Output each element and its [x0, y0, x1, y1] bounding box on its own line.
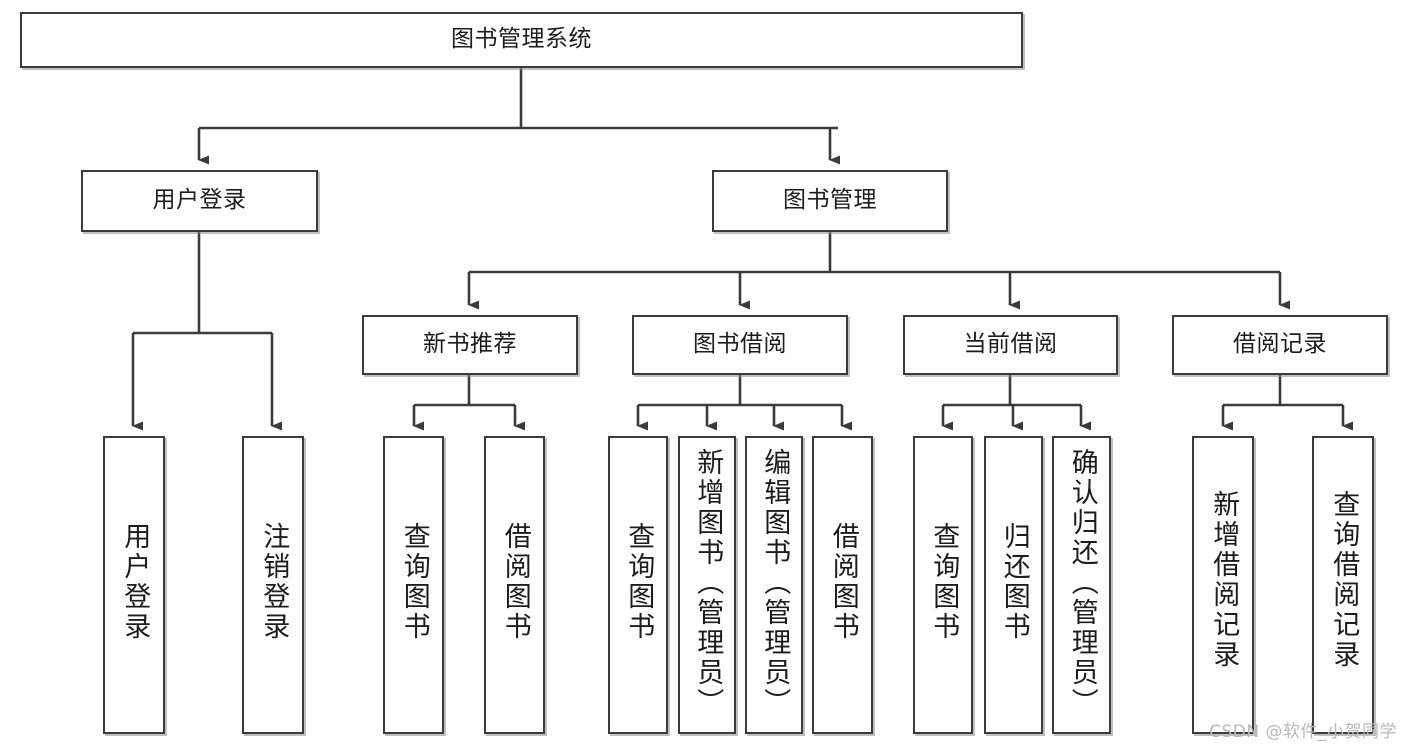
- connectors-borrow-record: [1221, 375, 1353, 431]
- node-leaf-confirm-return[interactable]: 确认归还（管理员）: [1052, 436, 1111, 734]
- node-borrow-record-label: 借阅记录: [1233, 331, 1327, 358]
- node-leaf-user-login-label: 用户登录: [119, 522, 151, 642]
- csdn-watermark: CSDN @软件_小贺同学: [1209, 722, 1397, 742]
- node-leaf-query-book-2[interactable]: 查询图书: [608, 436, 668, 734]
- node-leaf-query-record[interactable]: 查询借阅记录: [1312, 436, 1374, 734]
- node-leaf-add-record[interactable]: 新增借阅记录: [1192, 436, 1254, 734]
- connectors-user-login: [131, 232, 282, 431]
- node-leaf-return-book[interactable]: 归还图书: [984, 436, 1043, 734]
- connectors-current-borrow: [941, 375, 1091, 431]
- node-leaf-edit-book-label: 编辑图书（管理员）: [759, 448, 791, 718]
- node-leaf-add-record-label: 新增借阅记录: [1208, 490, 1240, 670]
- node-leaf-query-book-3[interactable]: 查询图书: [913, 436, 973, 734]
- node-user-login-label: 用户登录: [152, 187, 247, 214]
- node-leaf-user-logout-label: 注销登录: [258, 522, 290, 642]
- node-leaf-query-book-1-label: 查询图书: [398, 522, 430, 642]
- node-leaf-borrow-book-1-label: 借阅图书: [499, 522, 531, 642]
- node-leaf-confirm-return-label: 确认归还（管理员）: [1066, 448, 1098, 718]
- node-leaf-borrow-book-2[interactable]: 借阅图书: [812, 436, 873, 734]
- node-leaf-query-book-3-label: 查询图书: [928, 522, 960, 642]
- node-user-login[interactable]: 用户登录: [81, 170, 318, 232]
- connectors-book-manage: [467, 232, 1290, 310]
- node-book-borrow[interactable]: 图书借阅: [632, 315, 848, 375]
- node-book-borrow-label: 图书借阅: [693, 331, 787, 358]
- node-root-label: 图书管理系统: [451, 26, 592, 53]
- node-leaf-return-book-label: 归还图书: [998, 522, 1030, 642]
- node-leaf-edit-book[interactable]: 编辑图书（管理员）: [745, 436, 803, 734]
- node-book-manage-label: 图书管理: [783, 187, 877, 214]
- node-current-borrow[interactable]: 当前借阅: [903, 315, 1118, 375]
- node-leaf-add-book-label: 新增图书（管理员）: [692, 448, 724, 718]
- node-leaf-query-record-label: 查询借阅记录: [1328, 490, 1360, 670]
- node-leaf-borrow-book-2-label: 借阅图书: [827, 522, 859, 642]
- connectors-new-book-rec: [412, 375, 525, 431]
- node-leaf-query-book-1[interactable]: 查询图书: [383, 436, 444, 734]
- node-leaf-query-book-2-label: 查询图书: [623, 522, 655, 642]
- node-leaf-user-logout[interactable]: 注销登录: [242, 436, 304, 734]
- connectors-book-borrow: [636, 375, 852, 431]
- node-new-book-rec-label: 新书推荐: [423, 331, 517, 358]
- connectors-level1: [197, 68, 840, 165]
- node-leaf-borrow-book-1[interactable]: 借阅图书: [484, 436, 545, 734]
- node-book-manage[interactable]: 图书管理: [712, 170, 948, 232]
- node-new-book-rec[interactable]: 新书推荐: [362, 315, 578, 375]
- node-root[interactable]: 图书管理系统: [20, 12, 1023, 68]
- node-current-borrow-label: 当前借阅: [963, 331, 1058, 358]
- node-borrow-record[interactable]: 借阅记录: [1172, 315, 1388, 375]
- node-leaf-add-book[interactable]: 新增图书（管理员）: [678, 436, 736, 734]
- node-leaf-user-login[interactable]: 用户登录: [103, 436, 165, 734]
